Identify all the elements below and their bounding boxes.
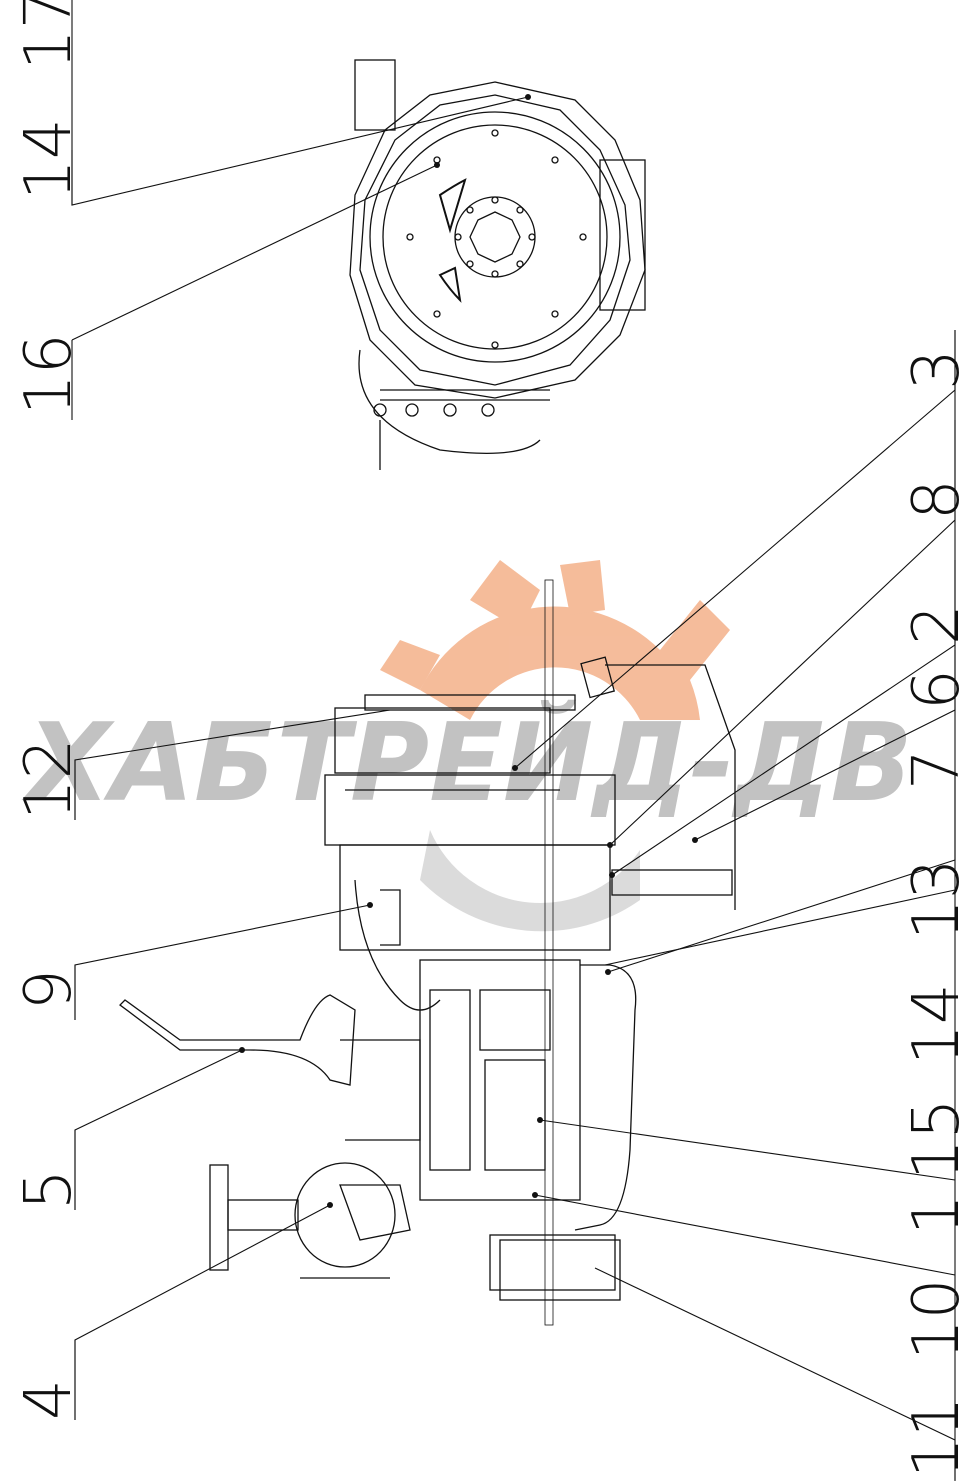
engine-side-view	[119, 579, 736, 1326]
callout-11: 11	[900, 1397, 974, 1478]
callout-1: 1	[900, 1194, 974, 1235]
callout-15: 15	[900, 1099, 974, 1180]
callout-10: 10	[900, 1279, 974, 1360]
watermark-gear-icon	[380, 560, 730, 720]
callout-13: 13	[900, 859, 974, 940]
callout-4: 4	[12, 1379, 86, 1420]
leader-dots	[239, 94, 698, 1208]
label-rules	[71, 0, 956, 1481]
callout-2: 2	[900, 604, 974, 645]
callout-labels: 3 8 2 6 7 13 14 15 1 10 11 17 14 16 12 9…	[12, 0, 974, 1478]
callout-3: 3	[900, 349, 974, 390]
callout-6: 6	[900, 669, 974, 710]
callout-16: 16	[12, 334, 86, 415]
callout-8: 8	[900, 479, 974, 520]
callout-14: 14	[900, 984, 974, 1065]
callout-9: 9	[12, 969, 86, 1010]
callout-5: 5	[12, 1169, 86, 1210]
callout-14-top: 14	[12, 119, 86, 200]
callout-7: 7	[900, 749, 974, 790]
watermark-gear-lower-icon	[420, 830, 640, 932]
callout-17: 17	[12, 0, 86, 70]
callout-12: 12	[12, 739, 86, 820]
watermark: ХАБТРЕЙД-ДВ	[21, 560, 913, 932]
flywheel-view	[349, 59, 646, 470]
